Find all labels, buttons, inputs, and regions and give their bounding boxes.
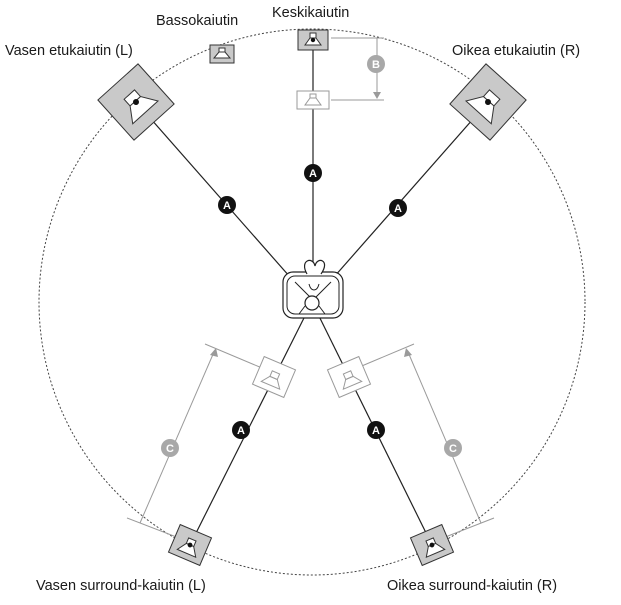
label-front-left: Vasen etukaiutin (L)	[5, 43, 133, 59]
center-speaker-alt	[296, 90, 330, 110]
svg-text:A: A	[237, 425, 245, 437]
marker-a-front-right: A	[389, 199, 407, 217]
label-surround-right: Oikea surround-kaiutin (R)	[387, 578, 558, 594]
surround-right-speaker	[409, 523, 455, 567]
marker-c-right: C	[444, 439, 462, 457]
marker-a-surround-right: A	[367, 421, 385, 439]
label-subwoofer: Bassokaiutin	[156, 13, 239, 29]
marker-c-left: C	[161, 439, 179, 457]
label-front-right: Oikea etukaiutin (R)	[452, 43, 581, 59]
surround-left-speaker	[167, 523, 213, 567]
svg-text:B: B	[372, 59, 380, 71]
svg-text:C: C	[166, 443, 174, 455]
marker-a-badges: A A A A A	[218, 164, 407, 439]
line-surround-left	[189, 301, 313, 546]
svg-text:A: A	[309, 168, 317, 180]
marker-a-center: A	[304, 164, 322, 182]
marker-a-front-left: A	[218, 196, 236, 214]
subwoofer-speaker	[209, 44, 235, 64]
marker-a-surround-left: A	[232, 421, 250, 439]
svg-text:A: A	[394, 203, 402, 215]
front-right-speaker	[449, 63, 527, 141]
svg-text:A: A	[223, 200, 231, 212]
tv-listener-position	[282, 259, 344, 319]
front-left-speaker	[97, 63, 175, 141]
surround-right-alt-speaker	[326, 355, 372, 399]
label-center: Keskikaiutin	[272, 5, 350, 21]
svg-text:C: C	[449, 443, 457, 455]
marker-b: B	[367, 55, 385, 73]
svg-text:A: A	[372, 425, 380, 437]
center-speaker	[297, 29, 329, 51]
listening-circle	[38, 28, 586, 576]
surround-left-alt-speaker	[251, 355, 297, 399]
label-surround-left: Vasen surround-kaiutin (L)	[36, 578, 206, 594]
